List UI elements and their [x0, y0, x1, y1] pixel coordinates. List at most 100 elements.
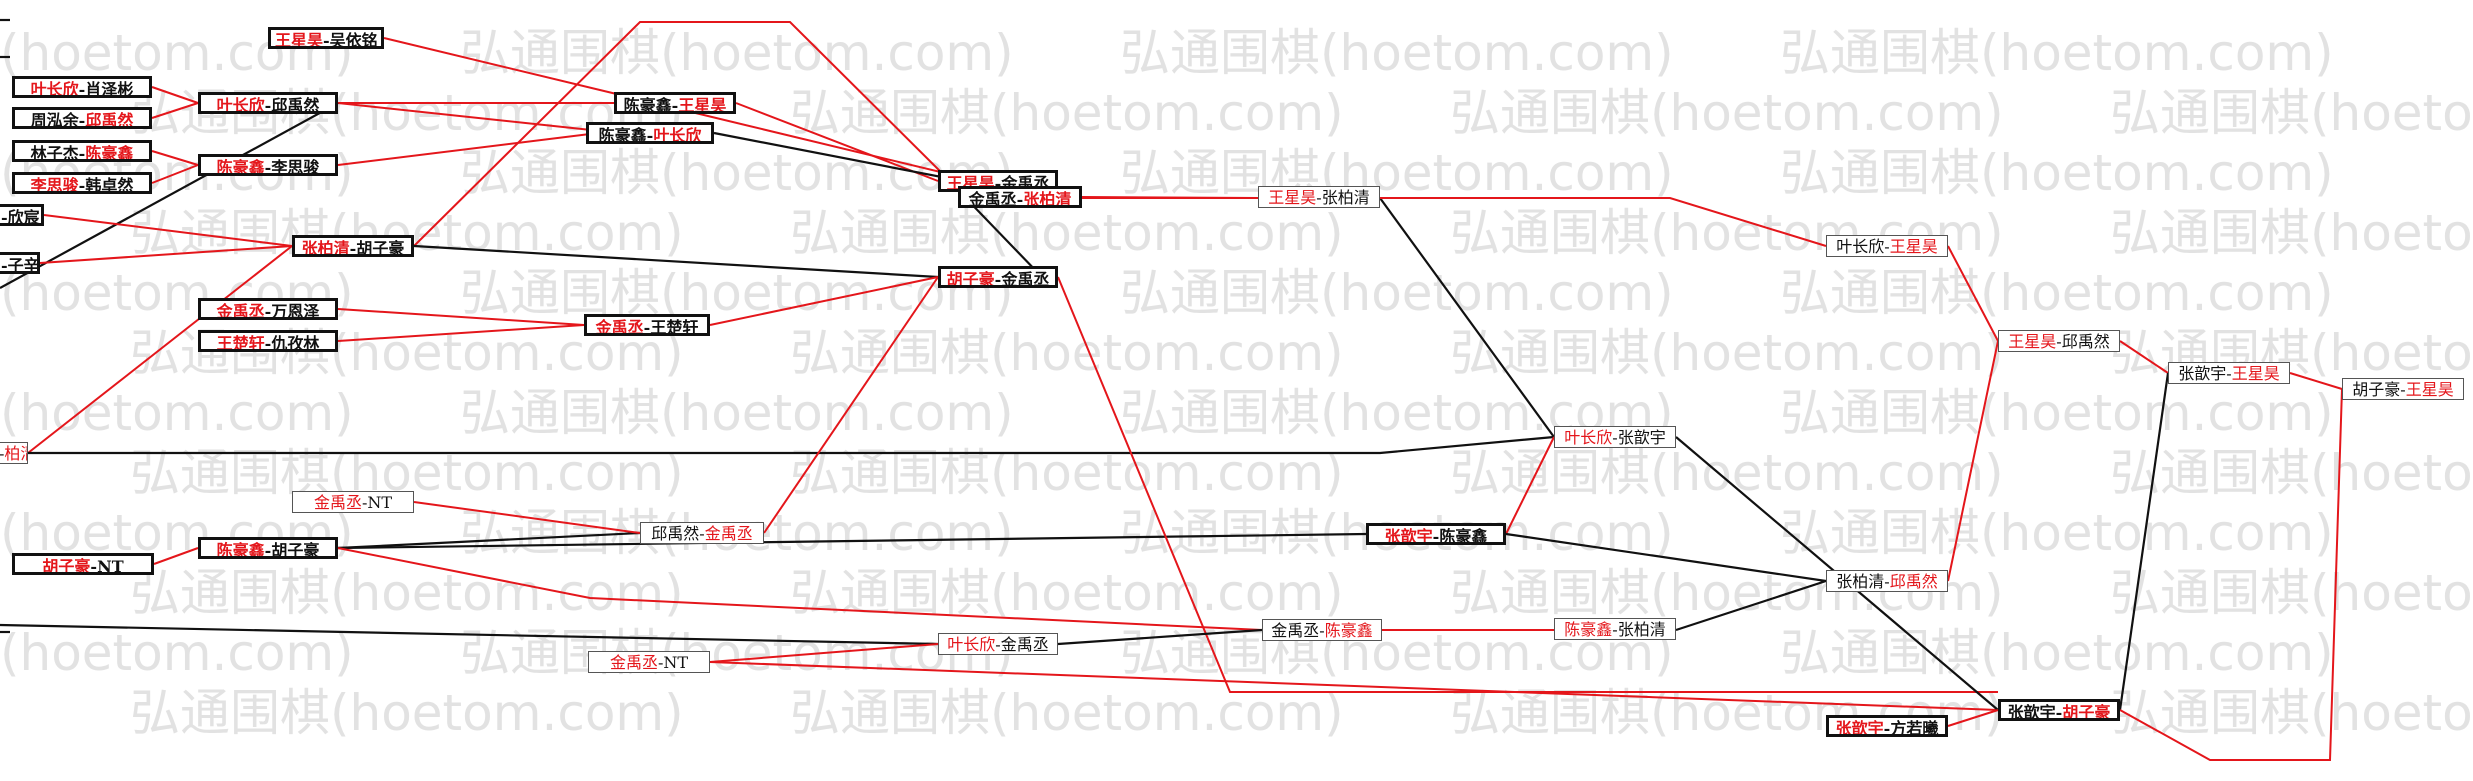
player-name: 张柏清	[301, 239, 350, 257]
name-separator: -	[2055, 703, 2063, 721]
player-name: 金禹丞	[1001, 174, 1050, 192]
match-box-m27[interactable]: 张歆宇-陈豪鑫	[1366, 523, 1506, 545]
connector-line	[383, 37, 1041, 197]
name-separator: -	[78, 176, 86, 194]
player-name: 陈豪鑫	[623, 96, 672, 114]
match-box-m37[interactable]: 胡子豪-王星昊	[2342, 378, 2464, 400]
match-box-m11[interactable]: 金禹丞-万恩泽	[198, 298, 338, 320]
match-box-m30[interactable]: 叶长欣-张歆宇	[1554, 426, 1676, 448]
name-separator: -	[657, 653, 664, 672]
name-separator: -	[1319, 621, 1325, 640]
name-separator: -	[78, 144, 86, 162]
connector-line	[1057, 276, 1998, 693]
match-box-m17[interactable]: 陈豪鑫-胡子豪	[198, 537, 338, 559]
watermark-text: 弘通围棋(hoetom.com)	[130, 564, 684, 622]
match-box-m34[interactable]: 王星昊-邱禹然	[1998, 330, 2120, 352]
connector-line	[413, 21, 959, 247]
match-box-m19[interactable]: 陈豪鑫-叶长欣	[586, 122, 714, 144]
connector-line	[1505, 532, 1827, 583]
connector-line	[709, 643, 939, 663]
player-name: 吴依铭	[329, 31, 378, 49]
watermark-text: 弘通围棋(hoetom.com)	[1120, 144, 1674, 202]
connector-line	[1081, 196, 1259, 199]
match-box-m13[interactable]: 金禹丞-王楚轩	[584, 314, 710, 336]
match-box-m25[interactable]: 叶长欣-金禹丞	[938, 633, 1058, 655]
match-box-m18[interactable]: 陈豪鑫-王星昊	[614, 92, 736, 114]
match-box-m01[interactable]: 王星昊-吴依铭	[268, 27, 384, 49]
match-box-m10[interactable]: 张柏清-胡子豪	[292, 235, 414, 257]
connector-line	[1675, 579, 1827, 632]
connector-line	[337, 531, 641, 550]
connector-line	[763, 276, 939, 534]
watermark-text: 弘通围棋(hoetom.com)	[1780, 384, 2334, 442]
connector-line	[337, 132, 599, 166]
watermark-text: 弘通围棋(hoetom.com)	[1780, 264, 2334, 322]
match-box-m16[interactable]: 胡子豪-NT	[12, 553, 154, 575]
player-name: 陈豪鑫	[598, 126, 647, 144]
watermark-text: 弘通围棋(hoetom.com)	[130, 684, 684, 742]
player-name: 王星昊	[2231, 364, 2280, 383]
match-box-m29[interactable]: 叶长欣-王星昊	[1826, 235, 1948, 257]
match-box-m33[interactable]: 张歆宇-方若曦	[1826, 715, 1948, 737]
player-name: 邱禹然	[1889, 572, 1938, 591]
player-name: 张歆宇	[1617, 428, 1666, 447]
name-separator: -	[264, 302, 272, 320]
match-box-m14[interactable]: -柏清	[0, 442, 28, 464]
match-box-m23[interactable]: 邱禹然-金禹丞	[640, 522, 764, 544]
match-box-m12[interactable]: 王楚轩-仇孜林	[198, 330, 338, 352]
watermark-text: 弘通围棋(hoetom.com)	[1120, 264, 1674, 322]
connector-line	[1947, 340, 1999, 582]
connector-line	[337, 308, 585, 326]
match-box-m22[interactable]: 胡子豪-金禹丞	[938, 266, 1058, 288]
match-box-m28[interactable]: 金禹丞-陈豪鑫	[1262, 619, 1382, 641]
connector-line	[1947, 709, 1999, 727]
match-box-m24[interactable]: 金禹丞-NT	[588, 651, 710, 673]
player-name: NT	[663, 653, 689, 672]
match-box-m04[interactable]: 叶长欣-邱禹然	[198, 92, 338, 114]
match-box-m35[interactable]: 张歆宇-胡子豪	[1998, 699, 2120, 721]
name-separator: -	[2056, 332, 2062, 351]
name-separator: -	[699, 524, 705, 543]
player-name: NT	[97, 557, 124, 575]
player-name: 陈豪鑫	[1564, 620, 1613, 639]
match-box-m26[interactable]: 王星昊-张柏清	[1258, 186, 1380, 208]
connector-line	[709, 661, 1999, 711]
player-name: 林子杰	[30, 144, 79, 162]
watermark-text: 弘通围棋(hoetom.com)	[0, 624, 354, 682]
watermark-text: 弘通围棋(hoetom.com)	[460, 264, 1014, 322]
player-name: 王楚轩	[216, 334, 265, 352]
match-box-m05[interactable]: 林子杰-陈豪鑫	[12, 140, 152, 162]
player-name: 邱禹然	[651, 524, 700, 543]
player-name: 叶长欣	[216, 96, 265, 114]
watermark-text: 弘通围棋(hoetom.com)	[460, 624, 1014, 682]
match-box-m32[interactable]: 陈豪鑫-张柏清	[1554, 618, 1676, 640]
name-separator: -	[78, 80, 86, 98]
watermark-text: 弘通围棋(hoetom.com)	[0, 384, 354, 442]
player-name: 方若曦	[1890, 719, 1939, 737]
connector-line	[735, 102, 939, 182]
connector-line	[1057, 628, 1263, 646]
connector-line	[337, 324, 585, 342]
connector-line	[27, 245, 293, 454]
player-name: 胡子豪	[356, 239, 405, 257]
match-box-m21[interactable]: 金禹丞-张柏清	[958, 186, 1082, 208]
match-box-m15[interactable]: 金禹丞-NT	[292, 491, 414, 513]
name-separator: -	[2226, 364, 2232, 383]
match-box-m03[interactable]: 周泓余-邱禹然	[12, 107, 152, 129]
connector-line	[151, 102, 199, 119]
name-separator: -	[1432, 527, 1440, 545]
match-box-m08[interactable]: -欣宸	[0, 204, 44, 226]
connector-line	[709, 276, 939, 326]
player-name: 王星昊	[2405, 380, 2454, 399]
match-box-m07[interactable]: 陈豪鑫-李思骏	[198, 154, 338, 176]
match-box-m02[interactable]: 叶长欣-肖泽彬	[12, 76, 152, 98]
match-box-m31[interactable]: 张柏清-邱禹然	[1826, 570, 1948, 592]
match-box-m36[interactable]: 张歆宇-王星昊	[2168, 362, 2290, 384]
connector-line	[1947, 245, 1999, 342]
name-separator: -	[78, 111, 86, 129]
watermark-text: 弘通围棋(hoetom.com)	[1780, 624, 2334, 682]
watermark-text: 弘通围棋(hoetom.com)	[460, 384, 1014, 442]
match-box-m06[interactable]: 李思骏-韩卓然	[12, 172, 152, 194]
connector-line	[0, 102, 339, 289]
match-box-m09[interactable]: -子辛	[0, 252, 40, 274]
